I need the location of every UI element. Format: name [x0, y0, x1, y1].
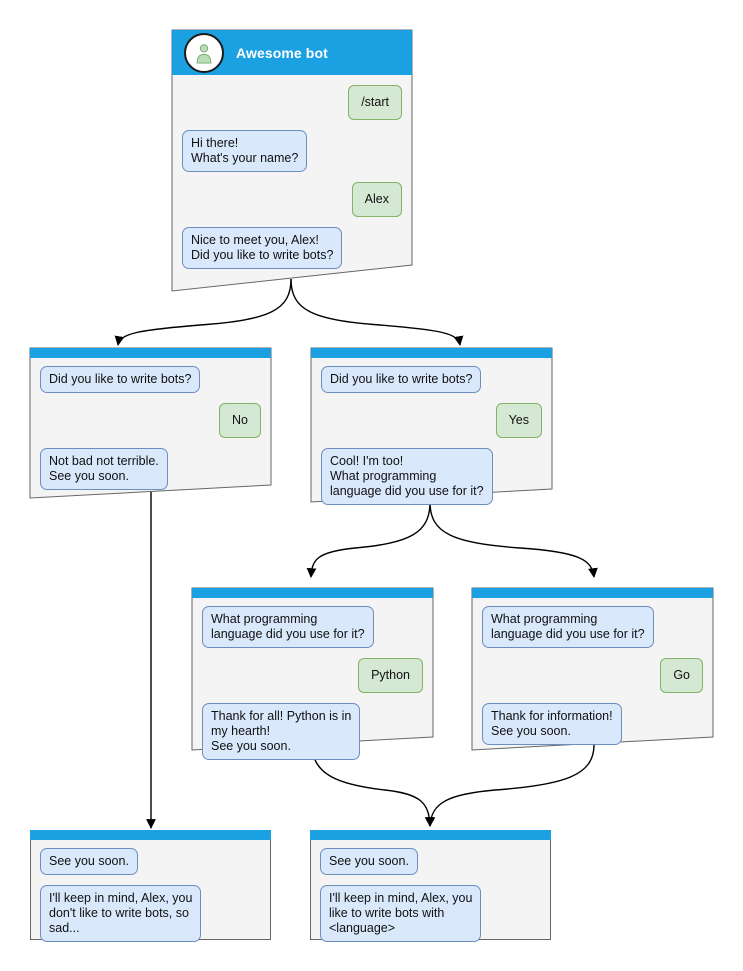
user-message-bubble[interactable]: No	[219, 403, 261, 438]
edge-yes-to-python	[306, 501, 431, 578]
message-list: What programming language did you use fo…	[192, 598, 433, 760]
edge-yes-to-go	[429, 501, 598, 578]
bot-message-bubble[interactable]: Cool! I'm too! What programming language…	[321, 448, 493, 505]
message-row: Alex	[182, 182, 402, 217]
bot-message-bubble[interactable]: Did you like to write bots?	[40, 366, 201, 393]
edge-go-to-ending-yes	[425, 744, 595, 827]
node-answer-python[interactable]: What programming language did you use fo…	[191, 587, 434, 760]
bot-message-bubble[interactable]: What programming language did you use fo…	[482, 606, 654, 648]
bot-message-bubble[interactable]: Hi there! What's your name?	[182, 130, 308, 172]
message-row: No	[40, 403, 261, 438]
bot-message-bubble[interactable]: What programming language did you use fo…	[202, 606, 374, 648]
bot-message-bubble[interactable]: Nice to meet you, Alex! Did you like to …	[182, 227, 343, 269]
bot-message-bubble[interactable]: See you soon.	[320, 848, 418, 875]
message-list: What programming language did you use fo…	[472, 598, 713, 750]
message-row: Thank for all! Python is in my hearth! S…	[202, 703, 423, 760]
node-content: See you soon. I'll keep in mind, Alex, y…	[310, 830, 551, 942]
message-list: See you soon. I'll keep in mind, Alex, y…	[310, 840, 551, 942]
node-ending-yes[interactable]: See you soon. I'll keep in mind, Alex, y…	[310, 830, 551, 942]
bot-message-bubble[interactable]: Thank for information! See you soon.	[482, 703, 622, 745]
message-row: Did you like to write bots?	[321, 366, 542, 393]
user-avatar-icon	[184, 32, 224, 73]
bot-message-bubble[interactable]: Not bad not terrible. See you soon.	[40, 448, 168, 490]
node-ending-no[interactable]: See you soon. I'll keep in mind, Alex, y…	[30, 830, 271, 942]
bot-message-bubble[interactable]: I'll keep in mind, Alex, you don't like …	[40, 885, 202, 942]
node-content: See you soon. I'll keep in mind, Alex, y…	[30, 830, 271, 942]
bot-title: Awesome bot	[236, 44, 328, 61]
message-row: What programming language did you use fo…	[202, 606, 423, 648]
message-list: Did you like to write bots? No Not bad n…	[30, 358, 271, 498]
node-content: What programming language did you use fo…	[472, 588, 713, 750]
message-row: What programming language did you use fo…	[482, 606, 703, 648]
node-answer-go[interactable]: What programming language did you use fo…	[471, 587, 714, 751]
bot-titlebar: Awesome bot	[172, 30, 412, 75]
user-message-bubble[interactable]: Yes	[495, 403, 542, 438]
bot-message-bubble[interactable]: See you soon.	[40, 848, 138, 875]
message-row: I'll keep in mind, Alex, you like to wri…	[320, 885, 541, 942]
message-list: See you soon. I'll keep in mind, Alex, y…	[30, 840, 271, 942]
node-content: Awesome bot /start Hi there! What's your…	[172, 30, 412, 291]
user-message-bubble[interactable]: /start	[348, 85, 402, 120]
message-row: Not bad not terrible. See you soon.	[40, 448, 261, 490]
message-row: Nice to meet you, Alex! Did you like to …	[182, 227, 402, 269]
message-row: Did you like to write bots?	[40, 366, 261, 393]
bot-message-bubble[interactable]: Thank for all! Python is in my hearth! S…	[202, 703, 361, 760]
node-content: What programming language did you use fo…	[192, 588, 433, 760]
node-awesome-bot-start[interactable]: Awesome bot /start Hi there! What's your…	[171, 29, 413, 292]
message-row: Yes	[321, 403, 542, 438]
bot-message-bubble[interactable]: I'll keep in mind, Alex, you like to wri…	[320, 885, 482, 942]
message-row: /start	[182, 85, 402, 120]
user-message-bubble[interactable]: Python	[358, 658, 423, 693]
node-content: Did you like to write bots? Yes Cool! I'…	[311, 348, 552, 505]
bot-message-bubble[interactable]: Did you like to write bots?	[321, 366, 482, 393]
message-row: Thank for information! See you soon.	[482, 703, 703, 745]
node-answer-no[interactable]: Did you like to write bots? No Not bad n…	[29, 347, 272, 499]
message-row: I'll keep in mind, Alex, you don't like …	[40, 885, 261, 942]
message-row: Python	[202, 658, 423, 693]
message-row: Hi there! What's your name?	[182, 130, 402, 172]
message-list: /start Hi there! What's your name? Alex …	[172, 75, 412, 291]
message-row: See you soon.	[40, 848, 261, 875]
node-content: Did you like to write bots? No Not bad n…	[30, 348, 271, 498]
message-row: Go	[482, 658, 703, 693]
user-message-bubble[interactable]: Alex	[351, 182, 402, 217]
message-row: See you soon.	[320, 848, 541, 875]
message-row: Cool! I'm too! What programming language…	[321, 448, 542, 505]
user-message-bubble[interactable]: Go	[660, 658, 703, 693]
message-list: Did you like to write bots? Yes Cool! I'…	[311, 358, 552, 505]
node-answer-yes[interactable]: Did you like to write bots? Yes Cool! I'…	[310, 347, 553, 505]
